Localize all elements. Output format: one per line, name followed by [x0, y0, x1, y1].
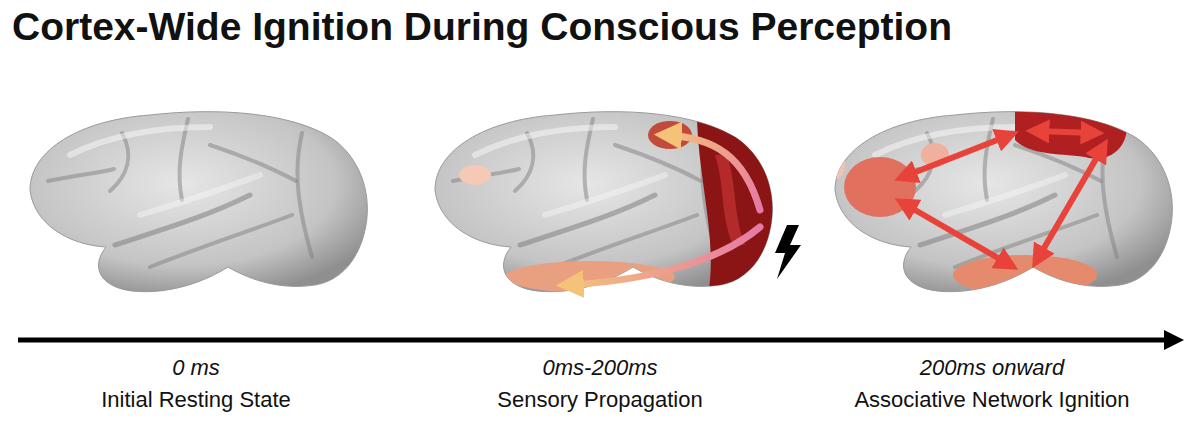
stage-label-box: Sensory Propagation [410, 386, 790, 414]
time-label-box: 0ms-200ms [410, 354, 790, 382]
stage-label-box: Initial Resting State [6, 386, 386, 414]
diagram-title: Cortex-Wide Ignition During Conscious Pe… [12, 4, 1188, 51]
diagram-title-box: Cortex-Wide Ignition During Conscious Pe… [12, 4, 1188, 51]
time-label: 0 ms [6, 354, 386, 382]
stage-label: Sensory Propagation [410, 386, 790, 414]
time-label-box: 0 ms [6, 354, 386, 382]
stage-label-box: Associative Network Ignition [802, 386, 1182, 414]
time-label-box: 200ms onward [802, 354, 1182, 382]
stage-label: Initial Resting State [6, 386, 386, 414]
stage-label: Associative Network Ignition [802, 386, 1182, 414]
time-label: 0ms-200ms [410, 354, 790, 382]
time-label: 200ms onward [802, 354, 1182, 382]
